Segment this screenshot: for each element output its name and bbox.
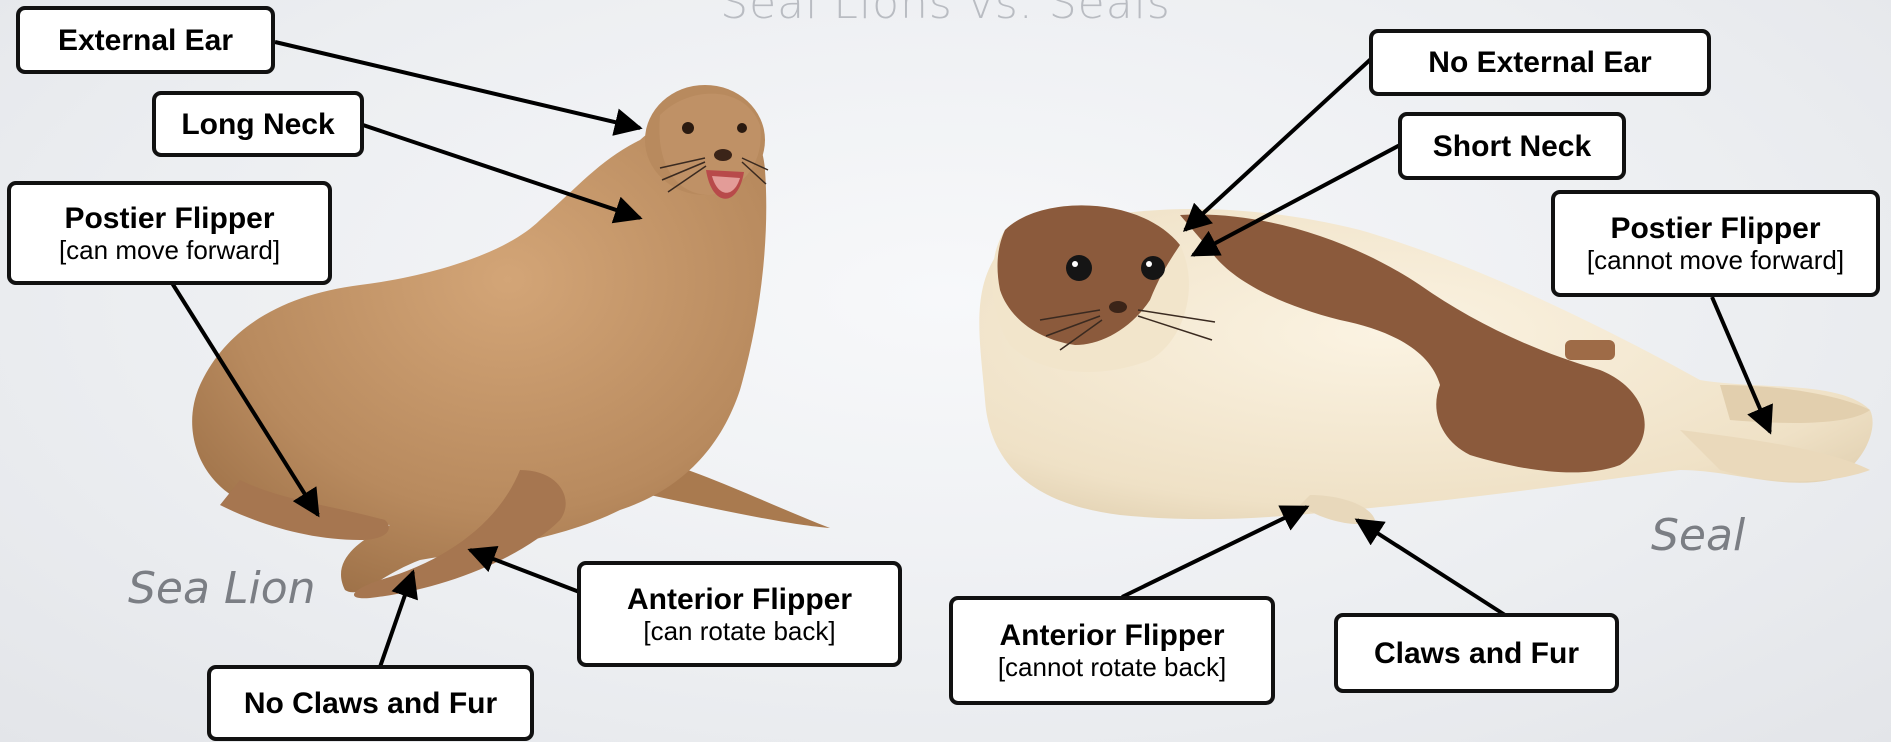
label-claws-and-fur: Claws and Fur xyxy=(1334,613,1619,693)
label-seal-posterior-flipper-main: Postier Flipper xyxy=(1610,212,1820,245)
label-seal-anterior-flipper-main: Anterior Flipper xyxy=(999,619,1224,652)
label-no-claws-and-fur: No Claws and Fur xyxy=(207,665,534,741)
label-no-external-ear: No External Ear xyxy=(1369,29,1711,96)
label-sea-lion-posterior-flipper-sub: [can move forward] xyxy=(59,235,280,265)
label-seal-anterior-flipper-sub: [cannot rotate back] xyxy=(998,652,1226,682)
label-short-neck-text: Short Neck xyxy=(1433,130,1591,163)
label-external-ear: External Ear xyxy=(16,6,275,74)
label-no-external-ear-text: No External Ear xyxy=(1428,46,1651,79)
label-sea-lion-posterior-flipper-main: Postier Flipper xyxy=(64,202,274,235)
label-long-neck: Long Neck xyxy=(152,91,364,157)
label-long-neck-text: Long Neck xyxy=(181,108,334,141)
label-seal-posterior-flipper: Postier Flipper [cannot move forward] xyxy=(1551,190,1880,297)
label-claws-and-fur-text: Claws and Fur xyxy=(1374,637,1579,670)
arrow-sea-lion-anterior-flipper xyxy=(470,550,582,593)
label-sea-lion-anterior-flipper-sub: [can rotate back] xyxy=(643,616,835,646)
label-seal-anterior-flipper: Anterior Flipper [cannot rotate back] xyxy=(949,596,1275,705)
label-external-ear-text: External Ear xyxy=(58,24,233,57)
label-sea-lion-anterior-flipper: Anterior Flipper [can rotate back] xyxy=(577,561,902,667)
label-seal-posterior-flipper-sub: [cannot move forward] xyxy=(1587,245,1844,275)
arrow-claws xyxy=(1357,520,1505,615)
caption-sea-lion: Sea Lion xyxy=(128,563,316,614)
caption-seal: Seal xyxy=(1651,510,1745,561)
label-sea-lion-anterior-flipper-main: Anterior Flipper xyxy=(627,583,852,616)
label-sea-lion-posterior-flipper: Postier Flipper [can move forward] xyxy=(7,181,332,285)
label-short-neck: Short Neck xyxy=(1398,112,1626,180)
arrow-seal-anterior-flipper xyxy=(1122,507,1307,597)
sea-lion-illustration xyxy=(192,85,830,598)
arrow-no-external-ear xyxy=(1185,58,1372,230)
label-no-claws-and-fur-text: No Claws and Fur xyxy=(244,687,497,720)
